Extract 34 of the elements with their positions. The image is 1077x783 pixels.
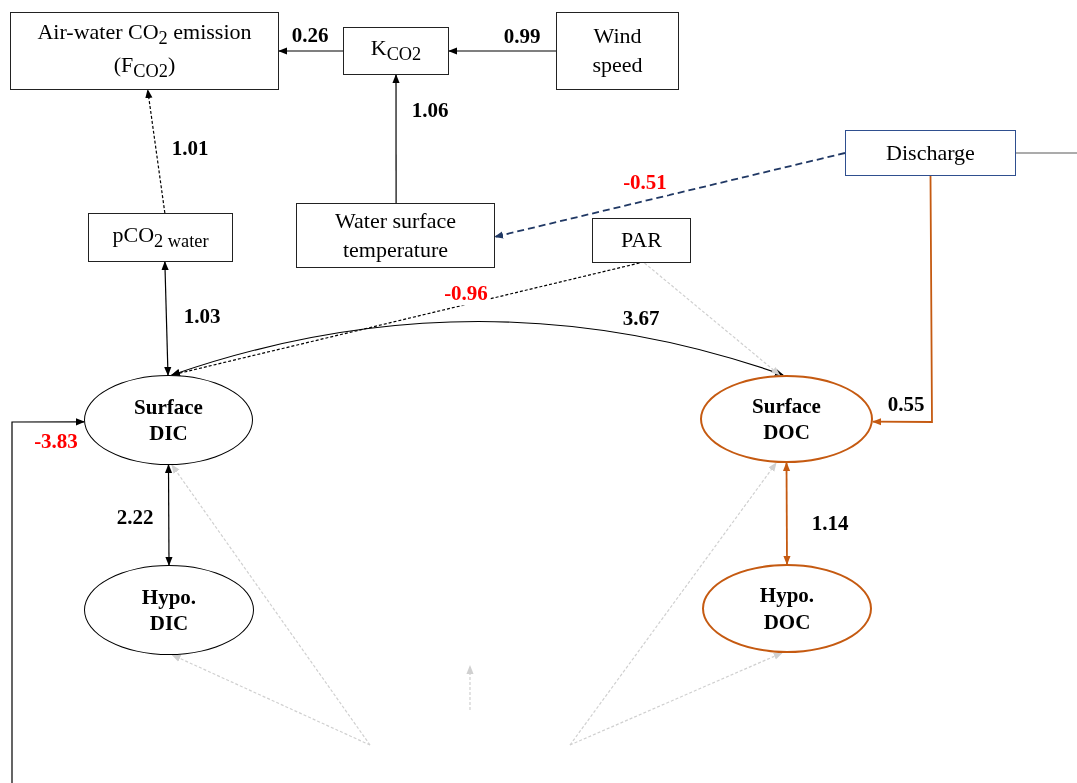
arrow xyxy=(494,152,846,239)
node-label: pCO$_{2 water}$ xyxy=(112,220,209,254)
arrow xyxy=(171,464,371,746)
variable-box xyxy=(343,27,449,75)
arrow xyxy=(164,464,173,566)
node-label: Water surface temperature xyxy=(334,206,457,264)
arrow xyxy=(872,175,933,426)
arrow xyxy=(171,320,784,376)
variable-box xyxy=(592,218,691,263)
variable-box xyxy=(10,12,279,90)
arrow xyxy=(145,89,166,214)
arrow xyxy=(569,652,783,746)
variable-box xyxy=(556,12,679,90)
arrow xyxy=(161,261,172,376)
arrow xyxy=(11,418,85,783)
node-label: PAR xyxy=(621,226,662,255)
arrow xyxy=(569,462,777,746)
node-label: Discharge xyxy=(886,138,975,167)
node-label: Wind speed xyxy=(591,22,644,79)
arrow xyxy=(392,74,400,204)
variable-box xyxy=(296,203,495,268)
arrow xyxy=(643,262,781,376)
node-label: Surface DOC xyxy=(751,392,822,446)
variable-box xyxy=(845,130,1016,176)
variable-box xyxy=(88,213,233,262)
arrow xyxy=(448,47,557,55)
node-label: Hypo. DOC xyxy=(758,582,816,635)
node-label: Hypo. DIC xyxy=(140,583,198,637)
arrow xyxy=(782,462,791,565)
arrow xyxy=(171,654,371,746)
node-label: Air-water CO$_{2}$ emission (F$_{CO2}$) xyxy=(36,17,253,84)
arrow xyxy=(278,47,344,55)
node-label: Surface DIC xyxy=(133,393,204,447)
node-label: K$_{CO2}$ xyxy=(370,34,422,67)
